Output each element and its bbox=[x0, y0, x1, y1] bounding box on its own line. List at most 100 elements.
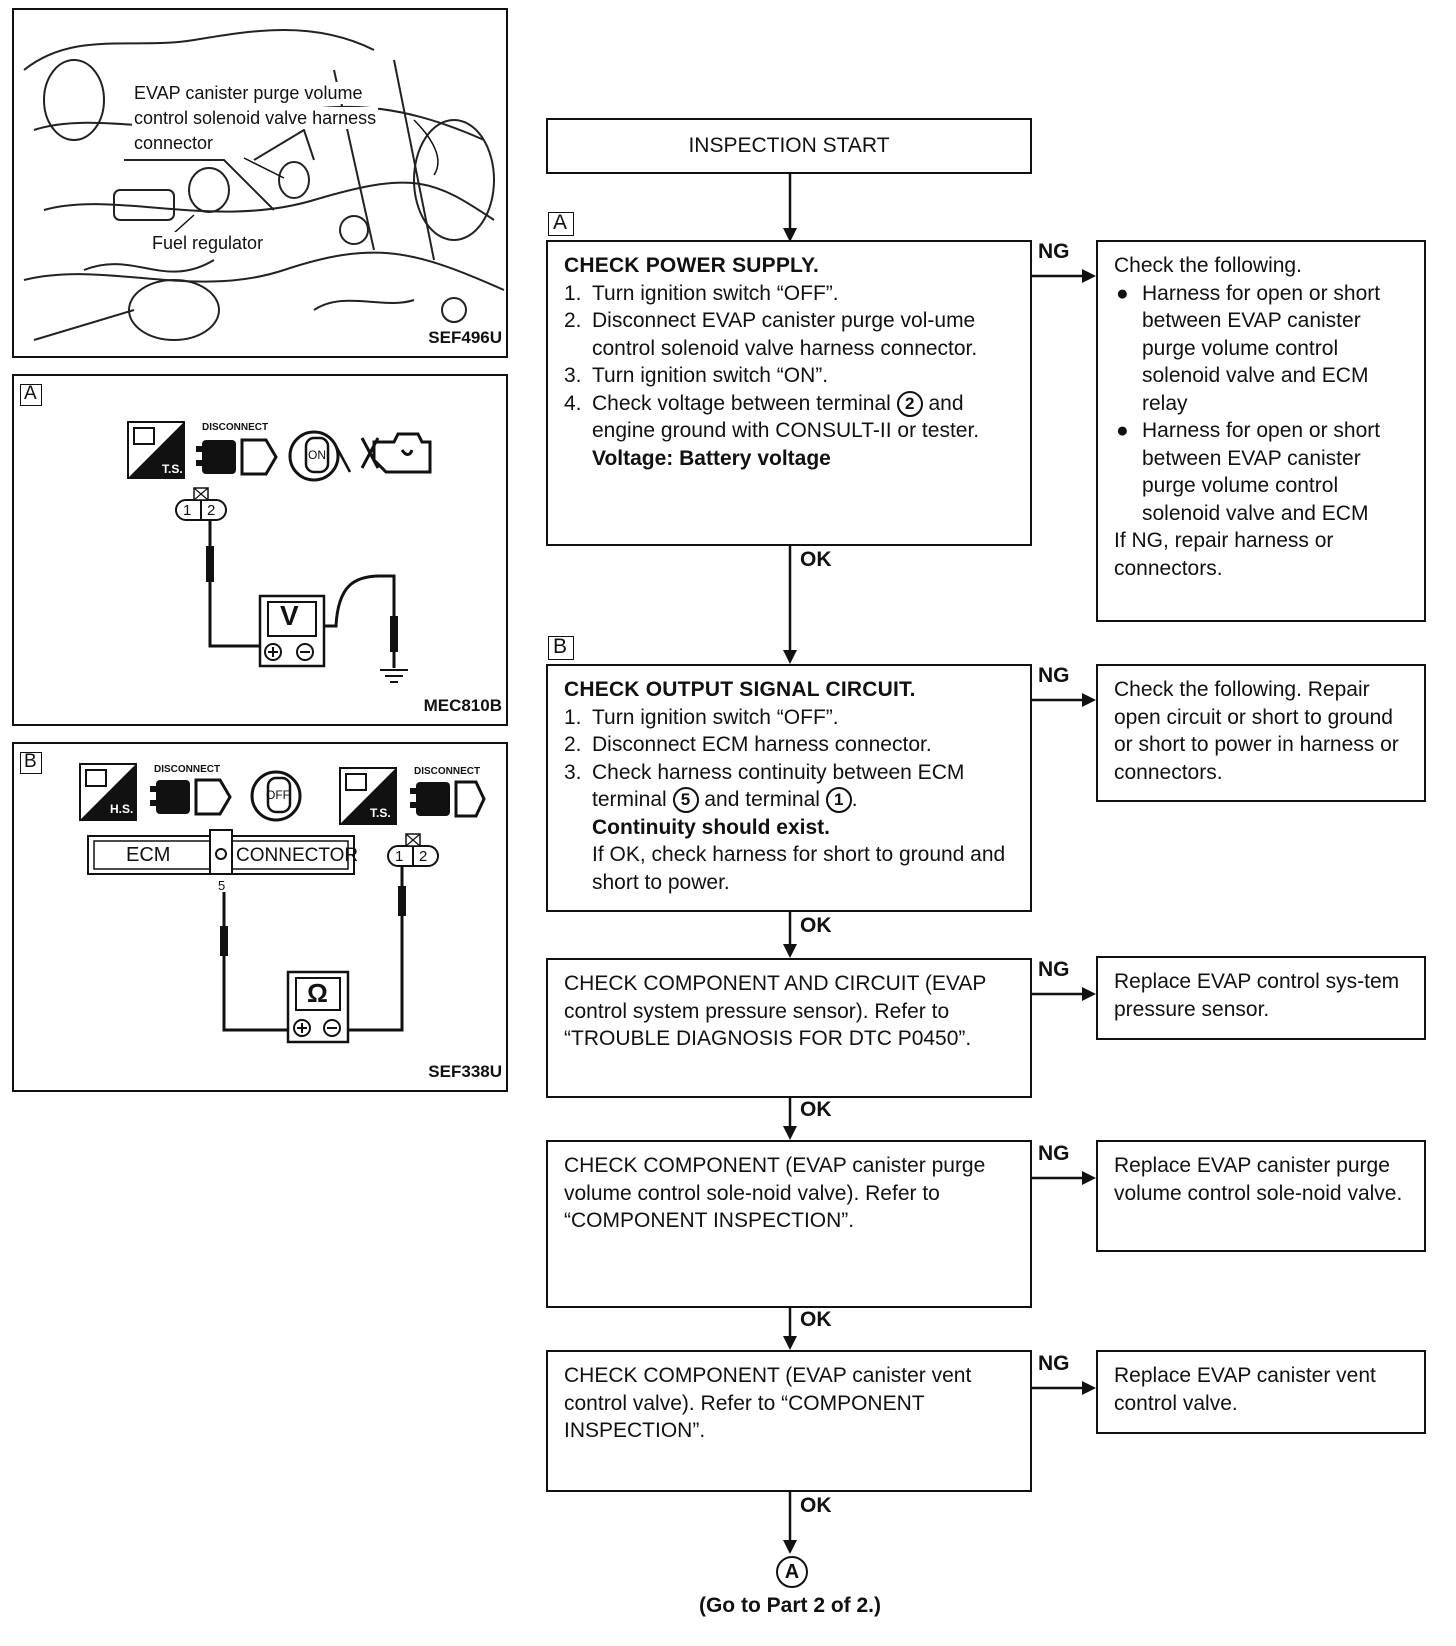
step-a-item-1-num: 1. bbox=[564, 281, 582, 305]
engine-photo-figure: EVAP canister purge volume control solen… bbox=[12, 8, 508, 358]
ng-label-c: NG bbox=[1038, 958, 1070, 981]
connector-b-terminal-1: 1 bbox=[395, 848, 404, 865]
inspection-start-text: INSPECTION START bbox=[688, 134, 890, 157]
go-to-part-2-marker: A bbox=[776, 1556, 808, 1588]
step-a-item-3: 3.Turn ignition switch “ON”. bbox=[564, 362, 1014, 390]
step-d-text: CHECK COMPONENT (EVAP canister purge vol… bbox=[564, 1154, 986, 1232]
ecm-label: ECM bbox=[126, 844, 171, 866]
figure-b-code: SEF338U bbox=[428, 1062, 502, 1081]
figure-b-diagram bbox=[79, 763, 486, 1044]
solenoid-label-line-3: connector bbox=[132, 132, 216, 154]
step-a-item-2: 2. Disconnect EVAP canister purge vol-ume… bbox=[564, 307, 1014, 362]
figure-a-code: MEC810B bbox=[423, 696, 502, 715]
engine-icon bbox=[360, 432, 432, 474]
connector-a-terminal-2: 2 bbox=[207, 502, 216, 519]
step-a-item-4-text-pre: Check voltage between terminal bbox=[592, 391, 897, 415]
ng-a-intro: Check the following. bbox=[1114, 254, 1302, 277]
ng-b-box: Check the following. Repair open circuit… bbox=[1096, 664, 1426, 802]
ts-icon bbox=[127, 421, 185, 479]
check-component-and-circuit-box: CHECK COMPONENT AND CIRCUIT (EVAP contro… bbox=[546, 958, 1032, 1098]
voltmeter-symbol: V bbox=[280, 600, 299, 631]
ng-d-box: Replace EVAP canister purge volume contr… bbox=[1096, 1140, 1426, 1252]
step-b-note-text: Continuity should exist. bbox=[592, 815, 831, 839]
figure-b-tag-letter: B bbox=[24, 751, 37, 772]
inspection-start-box: INSPECTION START bbox=[546, 118, 1032, 174]
ng-c-box: Replace EVAP control sys-tem pressure se… bbox=[1096, 956, 1426, 1040]
ng-label-d: NG bbox=[1038, 1142, 1070, 1165]
ts-icon-label: T.S. bbox=[370, 806, 391, 820]
ng-a-outro: If NG, repair harness or connectors. bbox=[1114, 529, 1334, 580]
step-a-item-4-text-post: and engine ground with CONSULT-II or tes… bbox=[592, 391, 980, 443]
figure-a: A bbox=[12, 374, 508, 726]
step-a-tag: A bbox=[548, 211, 574, 236]
step-b-item-3: 3. Check harness continuity between ECM t… bbox=[564, 759, 1014, 814]
step-b-item-2: 2.Disconnect ECM harness connector. bbox=[564, 731, 1014, 759]
step-a-item-1: 1. Turn ignition switch “OFF”. bbox=[564, 280, 1014, 308]
ng-label-e: NG bbox=[1038, 1352, 1070, 1375]
step-b-tag-letter: B bbox=[553, 635, 568, 658]
terminal-1-circle: 1 bbox=[825, 787, 852, 814]
step-a-tag-letter: A bbox=[553, 211, 568, 234]
ts-icon-label: T.S. bbox=[162, 462, 183, 476]
step-c-text: CHECK COMPONENT AND CIRCUIT (EVAP contro… bbox=[564, 972, 987, 1050]
figure-b: B bbox=[12, 742, 508, 1092]
ng-b-text: Check the following. Repair open circuit… bbox=[1114, 678, 1399, 784]
hs-icon bbox=[79, 763, 137, 821]
ng-c-text: Replace EVAP control sys-tem pressure se… bbox=[1114, 970, 1400, 1021]
connector-a-terminal-1: 1 bbox=[183, 502, 192, 519]
step-a-item-3-num: 3. bbox=[564, 364, 582, 387]
step-b-note: Continuity should exist. bbox=[564, 814, 1014, 842]
step-a-item-4: 4. Check voltage between terminal 2 and e… bbox=[564, 390, 1014, 445]
step-b-item-3-text-pre: Check harness continuity between ECM ter… bbox=[592, 760, 965, 812]
disconnect-icon-label: DISCONNECT bbox=[202, 422, 269, 433]
ng-a-bullet-2: ●Harness for open or short between EVAP … bbox=[1116, 419, 1381, 525]
disconnect-icon bbox=[410, 780, 486, 818]
step-a-item-2-num: 2. bbox=[564, 309, 582, 332]
figure-a-tag-letter: A bbox=[24, 383, 37, 404]
ecm-terminal-5: 5 bbox=[218, 878, 226, 893]
check-component-purge-valve-box: CHECK COMPONENT (EVAP canister purge vol… bbox=[546, 1140, 1032, 1308]
hs-icon-label: H.S. bbox=[110, 802, 134, 816]
ng-e-box: Replace EVAP canister vent control valve… bbox=[1096, 1350, 1426, 1434]
step-b-extra-text: If OK, check harness for short to ground… bbox=[592, 843, 1006, 894]
figure-a-diagram bbox=[127, 421, 432, 683]
photo-figure-code: SEF496U bbox=[428, 328, 502, 347]
harness-connector-b bbox=[387, 833, 439, 867]
ts-icon bbox=[339, 767, 397, 825]
step-b-extra: If OK, check harness for short to ground… bbox=[564, 841, 1014, 896]
terminal-5-circle: 5 bbox=[672, 787, 699, 814]
ignition-off-label: OFF bbox=[266, 788, 290, 802]
ng-label-b: NG bbox=[1038, 664, 1070, 687]
ng-a-box: Check the following. ●Harness for open o… bbox=[1096, 240, 1426, 622]
step-b-tag: B bbox=[548, 635, 574, 660]
solenoid-label-line-2: control solenoid valve harness bbox=[132, 107, 379, 129]
disconnect-icon-label-2: DISCONNECT bbox=[414, 766, 481, 777]
go-to-part-2-letter: A bbox=[784, 1561, 800, 1583]
step-e-text: CHECK COMPONENT (EVAP canister vent cont… bbox=[564, 1364, 972, 1442]
step-a-item-2-text: Disconnect EVAP canister purge vol-ume c… bbox=[592, 309, 978, 360]
step-a-item-1-text: Turn ignition switch “OFF”. bbox=[592, 281, 839, 305]
ok-label-a: OK bbox=[800, 548, 832, 571]
step-a-note: Voltage: Battery voltage bbox=[564, 445, 1014, 473]
ok-label-b: OK bbox=[800, 914, 832, 937]
step-b-item-3-num: 3. bbox=[564, 760, 582, 784]
check-component-vent-valve-box: CHECK COMPONENT (EVAP canister vent cont… bbox=[546, 1350, 1032, 1492]
step-b-item-1-num: 1. bbox=[564, 705, 582, 729]
ng-label-a: NG bbox=[1038, 240, 1070, 263]
ok-label-d: OK bbox=[800, 1308, 832, 1331]
connector-label: CONNECTOR bbox=[236, 845, 359, 866]
step-a-item-4-num: 4. bbox=[564, 391, 582, 415]
disconnect-icon-label-1: DISCONNECT bbox=[154, 764, 221, 775]
disconnect-icon bbox=[150, 778, 232, 816]
ohmmeter bbox=[286, 970, 350, 1044]
voltmeter bbox=[258, 594, 326, 668]
ng-a-bullet-1-text: Harness for open or short between EVAP c… bbox=[1142, 281, 1381, 415]
step-b-item-2-text: Disconnect ECM harness connector. bbox=[592, 733, 932, 756]
terminal-2-circle: 2 bbox=[896, 390, 923, 417]
fuel-regulator-label: Fuel regulator bbox=[150, 232, 266, 254]
step-b-item-1-text: Turn ignition switch “OFF”. bbox=[592, 705, 839, 729]
ng-a-bullet-2-text: Harness for open or short between EVAP c… bbox=[1142, 419, 1381, 525]
ng-d-text: Replace EVAP canister purge volume contr… bbox=[1114, 1154, 1403, 1205]
ignition-off-icon bbox=[250, 770, 302, 822]
ignition-on-label: ON bbox=[308, 448, 326, 462]
